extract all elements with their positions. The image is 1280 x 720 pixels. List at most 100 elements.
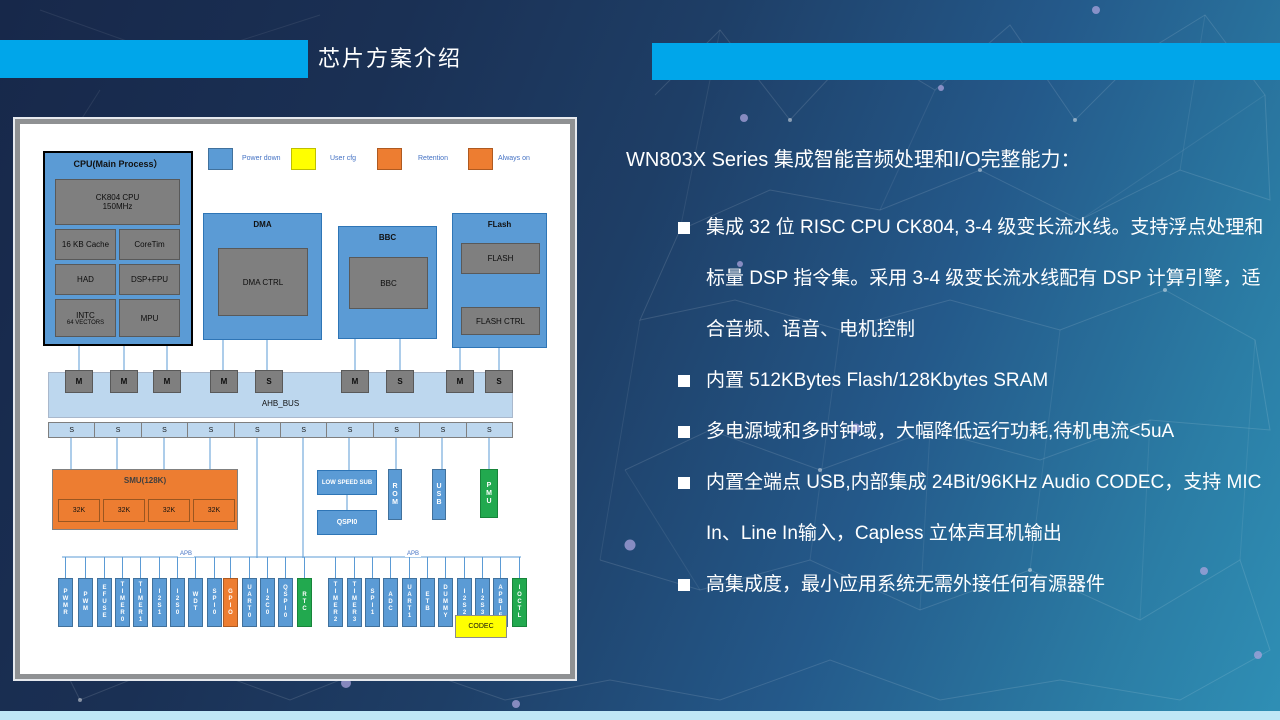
ahb-slave-port: S (280, 422, 328, 438)
ahb-slave-port: S (140, 422, 189, 438)
apb-box-i2s0: I2S0 (170, 578, 185, 627)
ahb-port: M (446, 370, 474, 393)
smu-block-title: SMU(128K) (123, 476, 167, 485)
bullet-item: 多电源域和多时钟域，大幅降低运行功耗,待机电流<5uA (626, 406, 1278, 457)
legend-swatch-power-down (208, 148, 233, 170)
ahb-slave-port: S (372, 422, 421, 438)
ahb-slave-port: S (326, 422, 374, 438)
flash-block: FLash FLASH FLASH CTRL (452, 213, 547, 348)
smu-bank: 32K (148, 499, 190, 522)
ahb-port: S (485, 370, 513, 393)
dma-ctrl-cell: DMA CTRL (218, 248, 308, 316)
ahb-slave-port: S (419, 422, 467, 438)
codec-block: CODEC (455, 615, 507, 638)
legend-swatch-always-on (468, 148, 493, 170)
cpu-had-cell: HAD (55, 264, 116, 295)
rom-block: ROM (388, 469, 402, 520)
apb-box-uart0: UART0 (242, 578, 257, 627)
apb-box-spi1: SPI1 (365, 578, 380, 627)
ahb-port: S (255, 370, 283, 393)
apb-box-uart1: UART1 (402, 578, 417, 627)
cpu-coretim-cell: CoreTim (119, 229, 180, 260)
smu-block: SMU(128K) 32K 32K 32K 32K (52, 469, 238, 530)
bullet-text: 高集成度，最小应用系统无需外接任何有源器件 (706, 574, 1106, 595)
bullet-item: 内置全端点 USB,内部集成 24Bit/96KHz Audio CODEC，支… (626, 457, 1278, 559)
ahb-port: M (110, 370, 138, 393)
bbc-block: BBC BBC (338, 226, 437, 339)
legend-label-always-on: Always on (498, 155, 530, 162)
flash-block-title: FLash (487, 220, 512, 229)
ahb-port: M (210, 370, 238, 393)
description-panel: WN803X Series 集成智能音频处理和I/O完整能力： 集成 32 位 … (626, 144, 1278, 610)
smu-bank: 32K (103, 499, 145, 522)
apb-box-ioctl: IOCTL (512, 578, 527, 627)
bullet-square-icon (678, 426, 690, 438)
ahb-slave-row: S S S S S S S S S S (48, 422, 514, 438)
apb-box-qspi0: QSPI0 (278, 578, 293, 627)
ahb-port: M (153, 370, 181, 393)
apb-box-timer0: TIMER0 (115, 578, 130, 627)
bullet-square-icon (678, 579, 690, 591)
apb-box-efuse: EFUSE (97, 578, 112, 627)
smu-bank: 32K (58, 499, 100, 522)
legend-swatch-user-cfg (291, 148, 316, 170)
ahb-bus-label: AHB_BUS (261, 399, 300, 408)
apb-right-label: APB (405, 551, 422, 557)
apb-box-i2s1: I2S1 (152, 578, 167, 627)
ahb-port: M (341, 370, 369, 393)
page-title: 芯片方案介绍 (318, 46, 463, 71)
ahb-port: M (65, 370, 93, 393)
bullet-text: 内置 512KBytes Flash/128Kbytes SRAM (706, 370, 1049, 391)
cpu-mpu-cell: MPU (119, 299, 180, 337)
apb-box-timer3: TIMER3 (347, 578, 362, 627)
bullet-square-icon (678, 477, 690, 489)
ahb-port: S (386, 370, 414, 393)
bullet-item: 内置 512KBytes Flash/128Kbytes SRAM (626, 355, 1278, 406)
apb-box-timer1: TIMER1 (133, 578, 148, 627)
bbc-block-title: BBC (378, 233, 397, 242)
legend-label-user-cfg: User cfg (330, 155, 357, 162)
apb-box-wdt: WDT (188, 578, 203, 627)
cpu-block-title: CPU(Main Process） (73, 159, 163, 169)
dma-block-title: DMA (253, 220, 272, 229)
apb-box-timer2: TIMER2 (328, 578, 343, 627)
apb-left-label: APB (178, 551, 195, 557)
bbc-cell: BBC (349, 257, 428, 309)
dma-block: DMA DMA CTRL (203, 213, 322, 340)
bullet-item: 高集成度，最小应用系统无需外接任何有源器件 (626, 559, 1278, 610)
ahb-slave-port: S (233, 422, 282, 438)
cpu-dsp-fpu-cell: DSP+FPU (119, 264, 180, 295)
bullet-text: 多电源域和多时钟域，大幅降低运行功耗,待机电流<5uA (706, 421, 1175, 442)
pmu-block: PMU (480, 469, 498, 518)
low-speed-sub-block: LOW SPEED SUB (317, 470, 377, 495)
bullet-item: 集成 32 位 RISC CPU CK804, 3-4 级变长流水线。支持浮点处… (626, 202, 1278, 355)
apb-box-dummy: DUMMY (438, 578, 453, 627)
apb-box-apbif: APBIF (493, 578, 508, 627)
title-bar-left (0, 40, 308, 78)
usb-block: USB (432, 469, 446, 520)
bullet-text: 集成 32 位 RISC CPU CK804, 3-4 级变长流水线。支持浮点处… (706, 217, 1264, 340)
apb-box-pwm: PWM (78, 578, 93, 627)
apb-box-i2s2: I2S2 (457, 578, 472, 627)
legend-label-power-down: Power down (242, 155, 281, 162)
description-heading: WN803X Series 集成智能音频处理和I/O完整能力： (626, 149, 1081, 171)
cpu-cache-cell: 16 KB Cache (55, 229, 116, 260)
apb-box-pwmr: PWMR (58, 578, 73, 627)
ahb-slave-port: S (465, 422, 514, 438)
apb-box-etb: ETB (420, 578, 435, 627)
bullet-square-icon (678, 222, 690, 234)
qspi0-block: QSPI0 (317, 510, 377, 535)
ahb-slave-port: S (94, 422, 142, 438)
chip-block-diagram: Power down User cfg Retention Always on … (20, 124, 570, 674)
title-bar-right (652, 43, 1280, 80)
apb-box-i2c0: I2C0 (260, 578, 275, 627)
bottom-accent-strip (0, 711, 1280, 720)
smu-bank: 32K (193, 499, 235, 522)
apb-box-rtc: RTC (297, 578, 312, 627)
ahb-slave-port: S (187, 422, 235, 438)
flash-ctrl-cell: FLASH CTRL (461, 307, 540, 335)
flash-mem-cell: FLASH (461, 243, 540, 274)
